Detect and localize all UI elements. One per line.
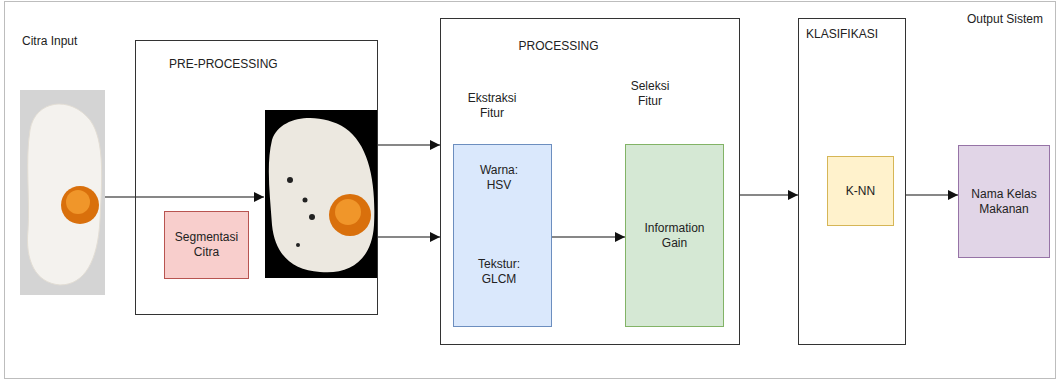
input-photo <box>20 90 105 295</box>
outer-frame <box>5 2 1056 379</box>
output-box: Output SistemNama Kelas Makanan <box>958 145 1050 258</box>
process-label: Segmentasi Citra <box>169 230 244 260</box>
flow-arrow <box>378 144 440 145</box>
panel-heading: PROCESSING <box>501 39 616 54</box>
classifier-label: K-NN <box>831 184 891 199</box>
stage-panel: KLASIFIKASI K-NN <box>798 18 906 345</box>
box-heading: Seleksi Fitur <box>618 79 682 109</box>
input-arrow <box>105 196 264 197</box>
image-caption: Citra Input <box>22 34 77 49</box>
feature-label: Warna: HSV <box>468 163 530 193</box>
flow-arrow <box>378 236 440 237</box>
box-heading: Output Sistem <box>953 12 1057 27</box>
segmented-image <box>265 110 378 278</box>
stage-panel: PROCESSING Ekstraksi FiturWarna: HSV Tekst… <box>440 18 740 345</box>
flow-arrow <box>906 194 958 195</box>
feature-label: Tekstur: GLCM <box>468 257 530 287</box>
process-box: Segmentasi Citra <box>164 211 249 279</box>
box-heading: Ekstraksi Fitur <box>460 91 524 121</box>
flow-arrow <box>552 236 625 237</box>
feature-box: Ekstraksi FiturWarna: HSVTekstur: GLCM <box>453 144 552 327</box>
classifier-box: K-NN <box>827 156 894 226</box>
stage-panel: PRE-PROCESSING Segmentasi Citra <box>135 40 378 315</box>
feature-box: Seleksi FiturInformation Gain <box>625 144 724 327</box>
panel-heading: KLASIFIKASI <box>806 27 902 42</box>
flow-arrow <box>740 194 798 195</box>
output-label: Nama Kelas Makanan <box>964 187 1044 217</box>
feature-label: Information Gain <box>635 221 715 251</box>
panel-heading: PRE-PROCESSING <box>169 57 329 72</box>
